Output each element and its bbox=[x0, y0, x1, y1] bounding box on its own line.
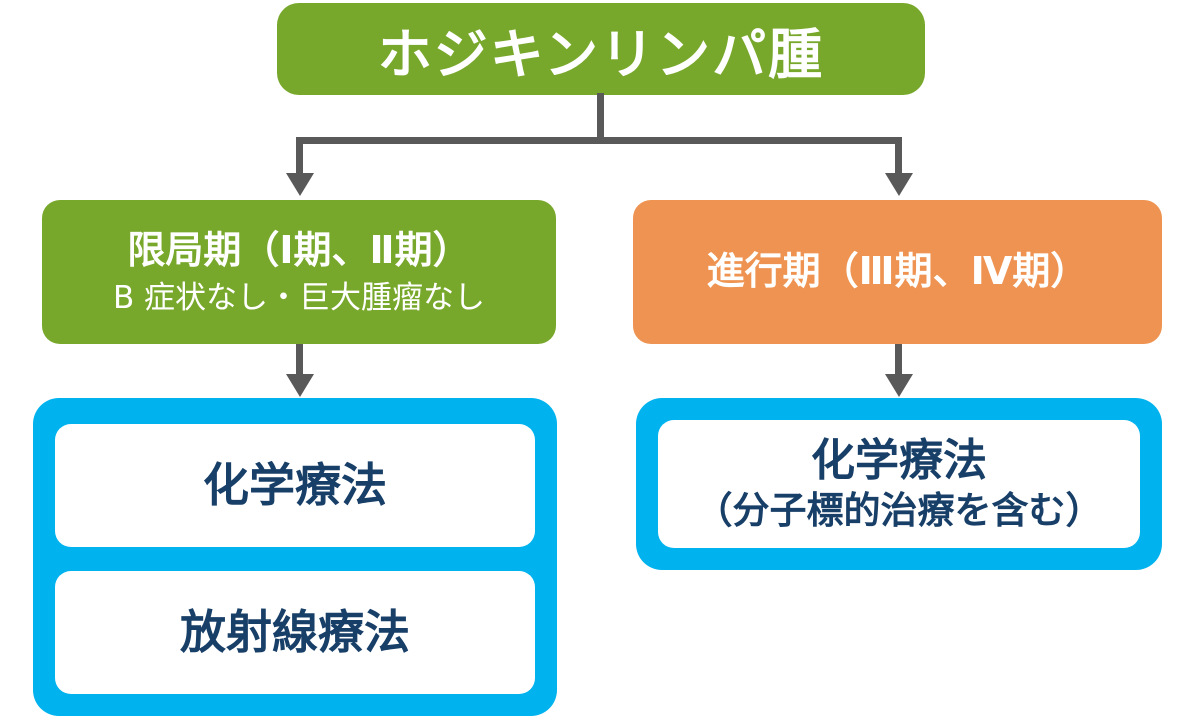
treatment-box-chemotherapy: 化学療法 bbox=[55, 424, 535, 547]
limited-stage-subtitle: B 症状なし・巨大腫瘤なし bbox=[112, 279, 486, 316]
treatment-label-chemotherapy: 化学療法 bbox=[203, 457, 387, 512]
arrow-stem-advanced bbox=[895, 344, 902, 378]
treatment-box-radiation: 放射線療法 bbox=[55, 571, 535, 694]
arrow-down-icon bbox=[286, 173, 314, 196]
arrow-down-icon bbox=[286, 374, 314, 397]
stage-node-advanced: 進行期（Ⅲ期、Ⅳ期） bbox=[633, 200, 1162, 344]
limited-stage-title: 限局期（Ⅰ期、Ⅱ期） bbox=[127, 228, 471, 273]
root-node-hodgkin-lymphoma: ホジキンリンパ腫 bbox=[277, 3, 925, 95]
stage-node-limited: 限局期（Ⅰ期、Ⅱ期） B 症状なし・巨大腫瘤なし bbox=[42, 200, 556, 344]
connector-drop-left bbox=[296, 137, 303, 177]
arrow-down-icon bbox=[885, 173, 913, 196]
advanced-stage-title: 進行期（Ⅲ期、Ⅳ期） bbox=[706, 249, 1089, 294]
arrow-down-icon bbox=[885, 374, 913, 397]
treatment-note-molecular-targeted: （分子標的治療を含む） bbox=[695, 489, 1103, 533]
arrow-stem-limited bbox=[296, 344, 303, 378]
connector-horizontal-bar bbox=[296, 137, 902, 144]
connector-drop-right bbox=[895, 137, 902, 177]
treatment-label-chemotherapy-advanced: 化学療法 bbox=[811, 435, 987, 487]
treatment-group-limited: 化学療法 放射線療法 bbox=[33, 398, 557, 716]
root-node-label: ホジキンリンパ腫 bbox=[377, 22, 825, 86]
connector-stem bbox=[597, 93, 604, 141]
treatment-group-advanced: 化学療法 （分子標的治療を含む） bbox=[636, 398, 1162, 570]
treatment-label-radiation: 放射線療法 bbox=[180, 604, 410, 659]
treatment-box-chemotherapy-targeted: 化学療法 （分子標的治療を含む） bbox=[658, 420, 1140, 548]
